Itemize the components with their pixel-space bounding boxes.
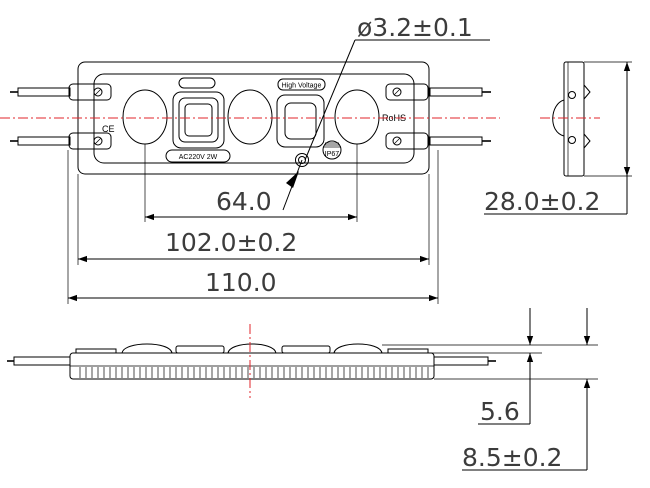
wire-left-bottom [10,136,71,146]
ic-chip-right [276,94,325,148]
dim-hole: ø3.2±0.1 [357,13,473,42]
ip67-label: IP67 [325,151,340,158]
side-view: 28.0±0.2 [484,61,632,216]
front-lens-3 [333,343,383,354]
rating-badge [165,149,231,163]
wire-clamps [68,83,429,150]
heat-sink-fins [79,367,429,378]
dim-body-length: 102.0±0.2 [165,228,297,257]
lenses [122,89,380,145]
wire-right-top [429,87,491,97]
hole-leader [304,39,356,161]
dim-lens-height: 5.6 [480,397,520,426]
rating-label: AC220V 2W [179,154,218,161]
side-view-body [563,61,585,177]
front-lens-1 [121,343,173,354]
dim-width: 28.0±0.2 [484,187,600,216]
rohs-mark: RoHS [382,113,406,123]
lens-1 [122,89,168,145]
top-slot [178,77,216,89]
front-view: 5.6 8.5±0.2 [7,308,598,472]
wire-right-bottom [429,136,491,146]
side-view-lens [552,99,565,137]
wire-left-top [10,87,71,97]
ic-chip-left [172,91,225,149]
lens-2 [227,89,273,145]
front-lens-2 [227,343,277,354]
high-voltage-badge [277,78,326,91]
dim-total-height: 8.5±0.2 [462,443,562,472]
top-view: High Voltage CE RoHS AC220V 2W IP67 [0,13,500,304]
ce-mark: CE [102,124,115,134]
lens-3 [334,89,380,145]
high-voltage-label: High Voltage [282,83,322,90]
dim-led-spacing: 64.0 [216,187,272,216]
dim-total-length: 110.0 [205,268,277,297]
ip67-seal: IP67 [322,140,342,160]
